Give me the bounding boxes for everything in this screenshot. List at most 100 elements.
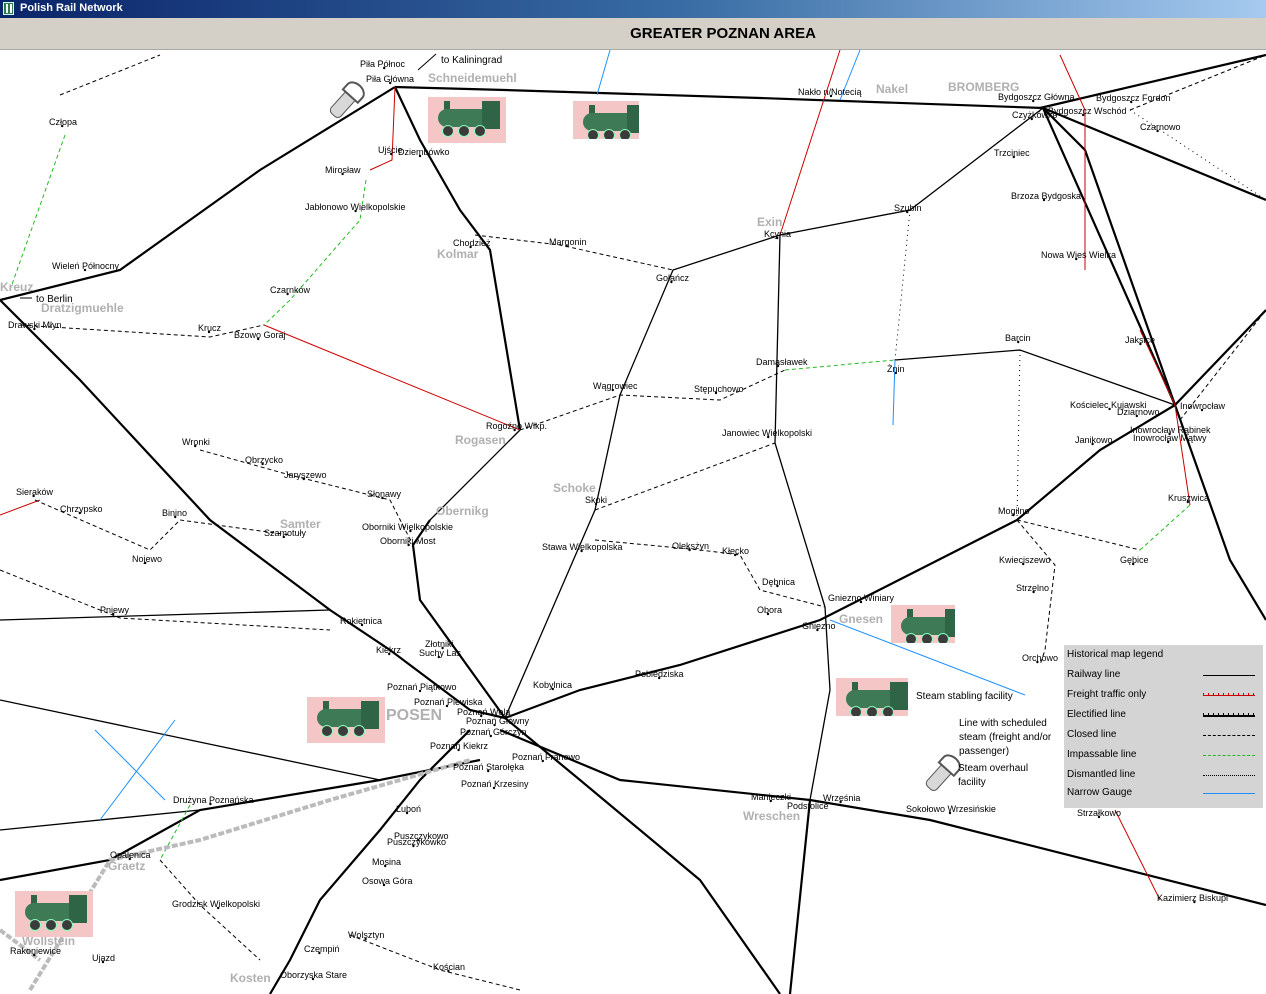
rail-line-closed xyxy=(0,569,331,631)
steam-loco-icon xyxy=(307,697,385,743)
station-dot xyxy=(441,646,444,650)
legend-swatch xyxy=(1203,793,1255,794)
station-label: Kościan xyxy=(433,962,465,972)
rail-line-freight xyxy=(1139,329,1191,506)
station-dot xyxy=(1017,340,1020,344)
rail-line-narrow xyxy=(892,359,896,426)
station-dot xyxy=(1032,99,1035,103)
german-name-label: Wollstein xyxy=(22,934,75,948)
station-label: Janowiec Wielkopolski xyxy=(722,428,812,438)
station-label: Margonin xyxy=(549,237,587,247)
station-label: Binino xyxy=(162,508,187,518)
station-dot xyxy=(364,937,367,941)
station-dot xyxy=(714,391,718,395)
station-dot xyxy=(360,623,364,627)
station-label: Wągrowiec xyxy=(593,381,638,391)
steam-loco-icon xyxy=(836,678,908,716)
map-header: GREATER POZNAN AREA xyxy=(0,18,1266,50)
station-label: Obrzycko xyxy=(245,455,283,465)
station-dot xyxy=(33,327,36,331)
station-dot xyxy=(493,723,496,727)
rail-line-freight xyxy=(263,324,521,431)
station-dot xyxy=(302,477,305,481)
rail-line-dismant xyxy=(1129,109,1266,201)
rail-line-closed xyxy=(59,54,161,96)
station-dot xyxy=(382,883,386,887)
station-label: Jaksice xyxy=(1125,335,1155,345)
rail-line-rail xyxy=(429,429,521,521)
rail-line-elec xyxy=(0,86,396,302)
german-name-label: Exin xyxy=(757,215,782,229)
german-name-label: Kreuz xyxy=(0,280,33,294)
station-dot xyxy=(1130,100,1133,104)
station-dot xyxy=(734,553,737,557)
legend-swatch xyxy=(1203,693,1255,696)
station-dots xyxy=(32,66,1204,981)
station-label: Suchy Las xyxy=(419,648,462,658)
rail-line-rail xyxy=(0,699,381,781)
german-name-label: Samter xyxy=(280,517,321,531)
station-dot xyxy=(61,124,64,128)
station-label: Trzciniec xyxy=(994,148,1030,158)
station-label: Piła Północ xyxy=(360,59,406,69)
station-label: Oborzyska Stare xyxy=(280,970,347,980)
rail-line-freight xyxy=(369,86,396,171)
station-dot xyxy=(1200,408,1204,412)
station-dot xyxy=(128,857,131,861)
station-label: Poznań Franowo xyxy=(512,752,580,762)
station-dot xyxy=(32,494,35,498)
rail-line-dismant xyxy=(894,209,911,361)
station-dot xyxy=(418,154,422,158)
station-label: Kruszwica xyxy=(1168,493,1209,503)
station-dot xyxy=(1168,432,1171,436)
rail-line-rail xyxy=(894,349,1176,406)
poznan-label: POSEN xyxy=(386,707,442,724)
station-dot xyxy=(948,811,952,815)
station-dot xyxy=(541,759,544,763)
station-label: Barcin xyxy=(1005,333,1031,343)
station-label: Kobylnica xyxy=(533,680,572,690)
station-dot xyxy=(1032,590,1035,594)
rail-line-rail xyxy=(809,606,831,801)
direction-kaliningrad: to Kaliningrad xyxy=(441,55,502,66)
station-label: Puszczykowo xyxy=(394,831,449,841)
station-label: Nakło n/Notecią xyxy=(798,87,862,97)
station-dot xyxy=(658,676,661,680)
station-dot xyxy=(1012,513,1015,517)
station-label: Wolsztyn xyxy=(348,930,384,940)
station-dot xyxy=(611,388,614,392)
rail-line-closed xyxy=(474,234,674,271)
legend-swatch xyxy=(1203,775,1255,776)
station-dot xyxy=(144,561,147,565)
station-dot xyxy=(311,977,315,981)
german-name-label: Kolmar xyxy=(437,247,479,261)
station-label: Jabłonowo Wielkopolskie xyxy=(305,202,406,212)
station-label: Orchowo xyxy=(1022,653,1058,663)
station-dot xyxy=(1042,198,1046,202)
station-dot xyxy=(1139,342,1142,346)
station-dot xyxy=(1132,562,1135,566)
station-label: Nowa Wieś Wielka xyxy=(1041,250,1116,260)
station-label: Września xyxy=(823,793,860,803)
rail-line-closed xyxy=(1016,519,1141,551)
station-label: Nojewo xyxy=(132,554,162,564)
station-label: Podstolice xyxy=(787,801,829,811)
german-name-label: Nakel xyxy=(876,82,908,96)
rail-line-impass xyxy=(263,179,367,326)
station-label: Dziembówko xyxy=(398,147,450,157)
station-dot xyxy=(894,371,897,375)
german-name-label: BROMBERG xyxy=(948,80,1019,94)
station-dot xyxy=(209,802,212,806)
rail-line-elec xyxy=(394,86,522,431)
window-titlebar: Polish Rail Network xyxy=(0,0,1266,18)
station-dot xyxy=(341,172,344,176)
station-dot xyxy=(383,66,386,70)
station-label: Dziarnowo xyxy=(1117,407,1160,417)
station-label: Skoki xyxy=(585,495,607,505)
station-dot xyxy=(217,906,220,910)
station-dot xyxy=(318,951,321,955)
station-dot xyxy=(1156,129,1159,133)
station-label: Gębice xyxy=(1120,555,1149,565)
station-label: Bydgoszcz Główna xyxy=(998,92,1075,102)
